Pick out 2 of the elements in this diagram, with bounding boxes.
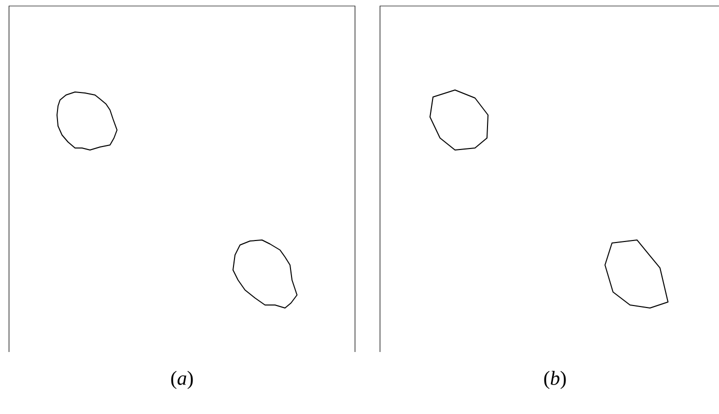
panel-label: (b) <box>544 370 566 390</box>
panel-label: (a) <box>171 370 193 390</box>
